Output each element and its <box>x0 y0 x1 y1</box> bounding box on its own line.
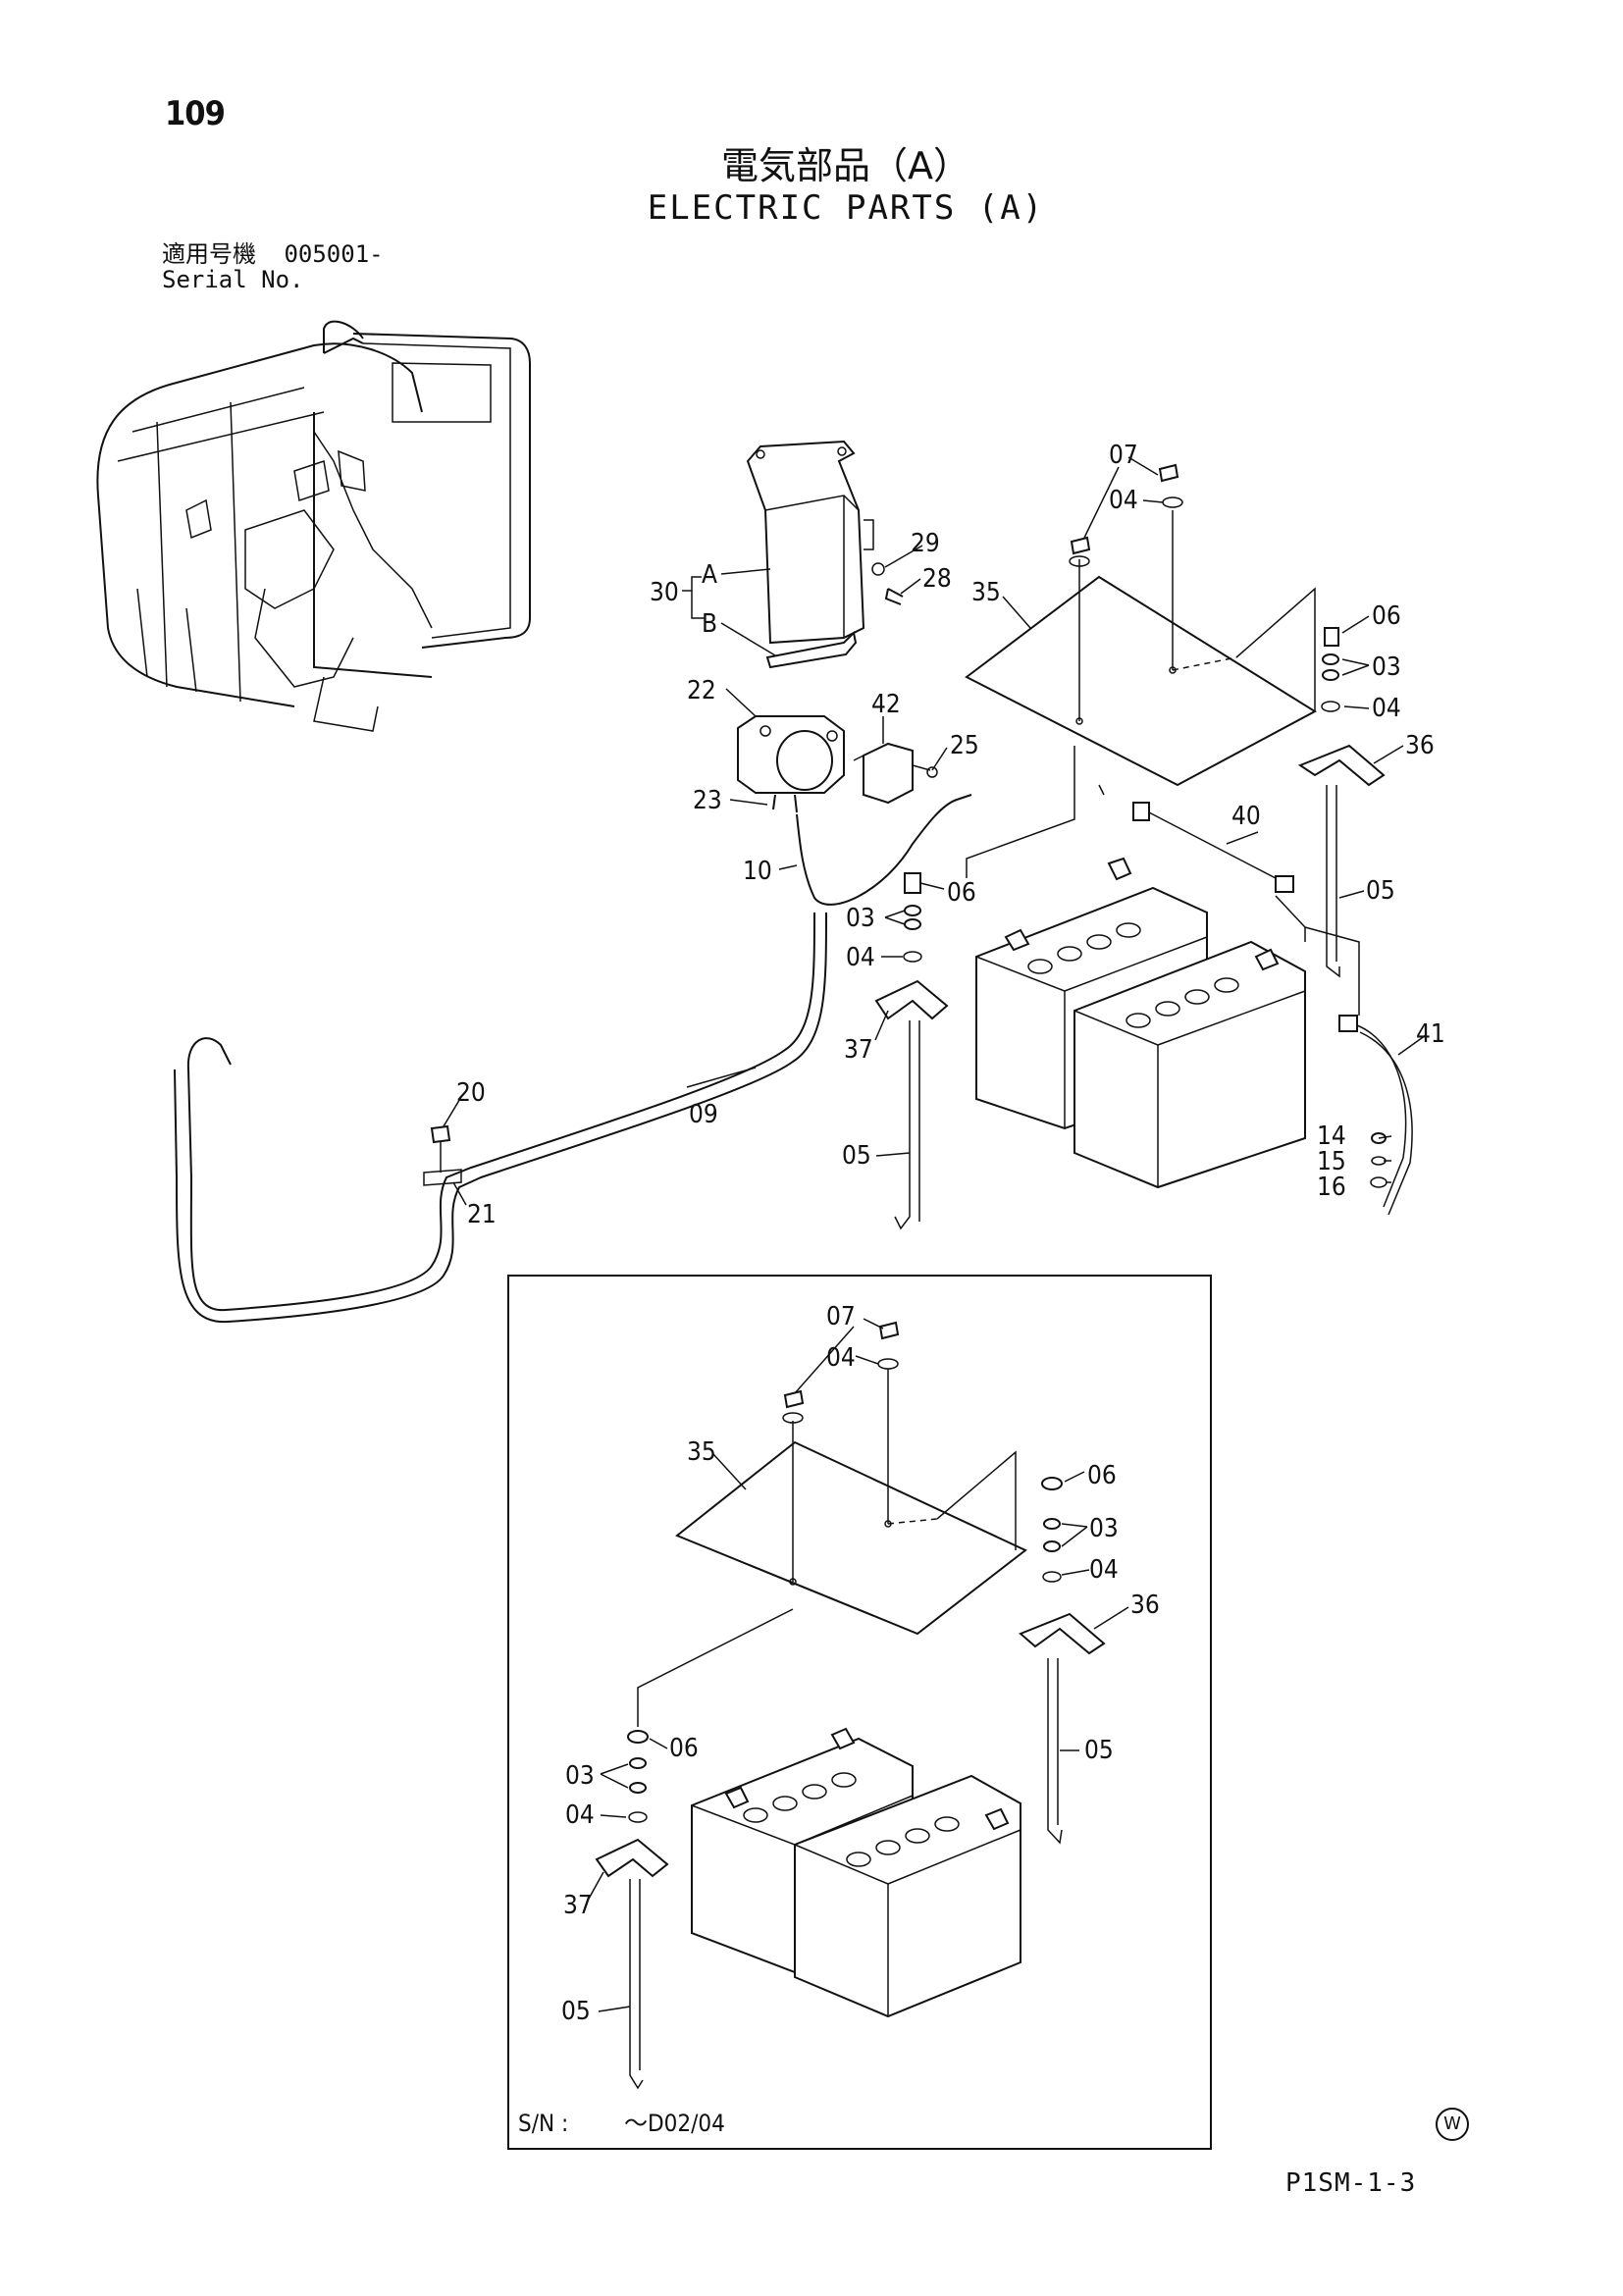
callout-05-top-right: 05 <box>1366 876 1395 906</box>
callout-37-inset: 37 <box>563 1891 593 1920</box>
callout-03-inset-left: 03 <box>565 1761 595 1791</box>
callout-06-inset-right: 06 <box>1087 1461 1117 1490</box>
callout-05-inset-left: 05 <box>561 1997 591 2026</box>
callout-B: B <box>702 609 717 639</box>
callout-36-inset: 36 <box>1130 1591 1160 1620</box>
page-title-japanese: 電気部品（A） <box>721 144 970 187</box>
callout-14: 14 <box>1317 1122 1346 1151</box>
bracket-36-rod-05-top <box>1297 744 1386 978</box>
inset-frame <box>507 1275 1212 2150</box>
inset-wing-nuts-07 <box>782 1321 900 1424</box>
callout-06-top-right: 06 <box>1372 601 1401 631</box>
callout-30: 30 <box>650 578 679 607</box>
callout-40: 40 <box>1231 802 1261 831</box>
bolt-20-clamp-21 <box>423 1124 462 1186</box>
callout-03-top-right: 03 <box>1372 652 1401 682</box>
cable-09-inner <box>174 912 827 1324</box>
callout-35-inset: 35 <box>687 1437 716 1467</box>
serial-value: 005001- <box>284 240 384 268</box>
inset-battery-cover-35 <box>637 1369 1027 1727</box>
callout-28: 28 <box>922 564 952 594</box>
callout-03-inset-right: 03 <box>1089 1514 1119 1543</box>
callout-16: 16 <box>1317 1173 1346 1202</box>
callout-25: 25 <box>950 731 979 760</box>
callout-23: 23 <box>693 786 722 815</box>
drawing-code: P1SM-1-3 <box>1285 2168 1417 2198</box>
cable-10 <box>796 794 972 906</box>
wing-nut-07-top <box>1069 463 1183 567</box>
callout-07-inset: 07 <box>826 1302 856 1331</box>
callout-22: 22 <box>687 676 716 705</box>
callout-15: 15 <box>1317 1147 1346 1176</box>
inset-batteries <box>691 1727 1021 2018</box>
cover-plate-30 <box>746 440 874 669</box>
w-mark-symbol: W <box>1436 2108 1469 2141</box>
callout-labels: 07 04 29 28 35 30 A B 06 03 04 36 22 42 … <box>456 441 1445 2137</box>
callout-07-top: 07 <box>1109 441 1138 470</box>
callout-06-top-left: 06 <box>947 878 976 908</box>
bolt-28-washer-29 <box>871 562 904 605</box>
inset-sn-value: ～D02/04 <box>624 2110 725 2137</box>
serial-label-english: Serial No. <box>162 266 304 293</box>
callout-37-top: 37 <box>844 1035 873 1065</box>
callout-42: 42 <box>871 690 901 719</box>
battery-relay-22 <box>737 715 845 813</box>
fasteners-left-column-top <box>874 872 949 1230</box>
callout-leaders <box>443 456 1427 2012</box>
guide-lines-top <box>966 746 1360 1016</box>
fasteners-right-column-top <box>1321 627 1340 712</box>
batteries-top <box>975 857 1306 1189</box>
callout-05-top-left: 05 <box>842 1141 871 1171</box>
callout-05-inset-right: 05 <box>1084 1736 1114 1765</box>
callout-20: 20 <box>456 1078 486 1108</box>
serial-block: 適用号機 005001- Serial No. <box>162 241 384 292</box>
cable-40 <box>1132 802 1294 893</box>
callout-04-inset-left: 04 <box>565 1800 595 1830</box>
serial-label-japanese: 適用号機 <box>162 240 256 268</box>
callout-21: 21 <box>467 1200 497 1229</box>
battery-cover-35-top <box>965 510 1317 787</box>
page-title-english: ELECTRIC PARTS (A) <box>647 188 1045 228</box>
callout-04-inset-right: 04 <box>1089 1555 1119 1585</box>
cable-41 <box>1338 1015 1413 1216</box>
callout-04-top-right: 04 <box>1372 694 1401 723</box>
inset-fasteners-left <box>595 1730 669 2090</box>
cable-09 <box>186 912 815 1312</box>
callout-29: 29 <box>911 529 940 558</box>
callout-04-inset-top: 04 <box>826 1343 856 1373</box>
callout-10: 10 <box>743 857 772 886</box>
callout-06-inset-left: 06 <box>669 1734 699 1763</box>
callout-36-top: 36 <box>1405 731 1435 760</box>
callout-04-top-a: 04 <box>1109 486 1138 515</box>
callout-35-top: 35 <box>971 578 1001 607</box>
callout-41: 41 <box>1416 1019 1445 1049</box>
page-number: 109 <box>165 94 226 133</box>
callout-03-top-left: 03 <box>846 904 875 933</box>
inset-sn-label: S/N : <box>518 2110 568 2137</box>
machine-overview-sketch <box>96 320 531 732</box>
callout-A: A <box>702 560 717 590</box>
callout-04-top-left: 04 <box>846 943 875 972</box>
callout-09: 09 <box>689 1100 718 1129</box>
fuse-holder-42 <box>853 742 938 805</box>
inset-fasteners-right <box>1019 1477 1106 1845</box>
